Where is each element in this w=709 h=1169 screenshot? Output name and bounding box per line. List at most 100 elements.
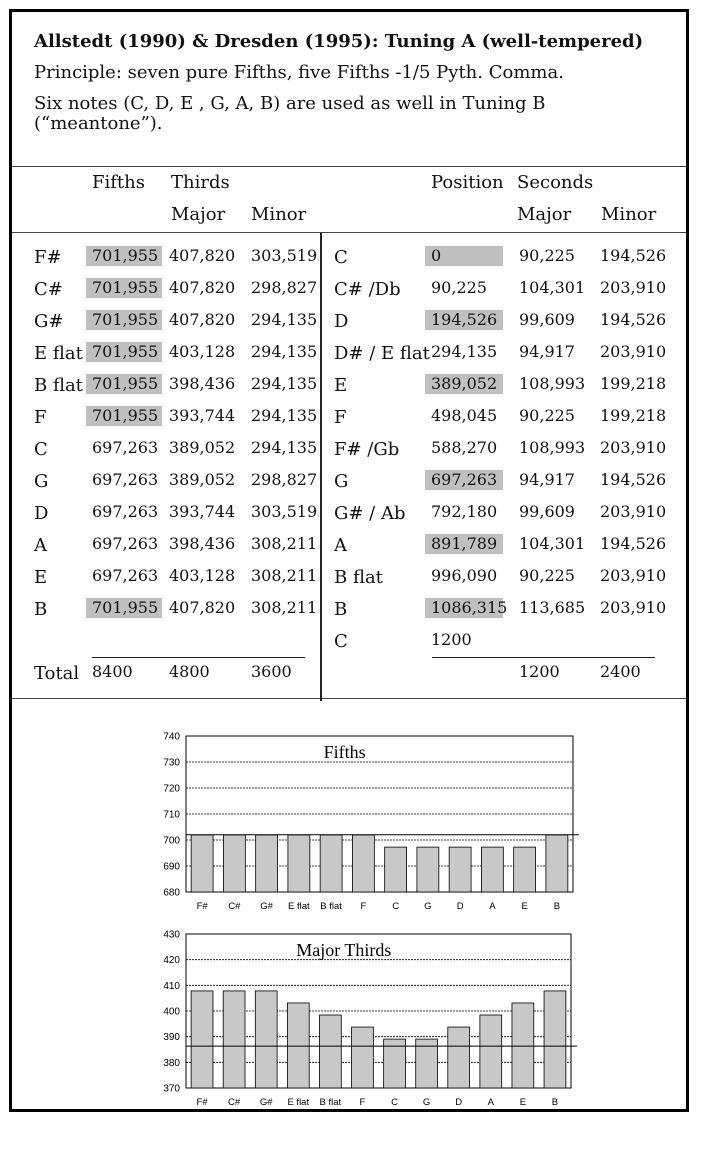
x-tick-label: C# (228, 901, 241, 912)
x-tick-label: B (554, 901, 560, 912)
fifth-value: 701,955 (86, 246, 162, 266)
major-third-value: 389,052 (169, 470, 236, 489)
row-note: E flat (34, 343, 83, 364)
chart-title: Major Thirds (296, 940, 391, 960)
position-value: 0 (425, 246, 503, 266)
second-minor-value: 203,910 (600, 598, 667, 617)
bar (254, 990, 278, 1089)
second-major-value: 108,993 (519, 438, 586, 457)
row-note: C (334, 631, 348, 652)
bar (416, 846, 440, 893)
x-tick-label: B flat (320, 901, 342, 912)
bar (447, 1026, 471, 1089)
row-note: C# (34, 279, 63, 300)
y-tick-label: 740 (163, 732, 180, 743)
second-minor-value: 194,526 (600, 246, 667, 265)
second-major-value: 90,225 (519, 406, 575, 425)
second-minor-value: 203,910 (600, 438, 667, 457)
y-tick-label: 410 (163, 981, 180, 992)
row-note: F# /Gb (334, 439, 400, 460)
col-header-seconds-minor: Minor (601, 204, 657, 225)
chart-title: Fifths (324, 742, 366, 762)
second-minor-value: 194,526 (600, 310, 667, 329)
column-divider (320, 233, 322, 701)
divider (12, 232, 686, 233)
major-third-value: 407,820 (169, 278, 236, 297)
second-major-value: 99,609 (519, 310, 575, 329)
x-tick-label: A (488, 1097, 495, 1108)
col-header-fifths: Fifths (92, 172, 145, 193)
fifth-value: 701,955 (86, 374, 162, 394)
second-major-value: 108,993 (519, 374, 586, 393)
bar (319, 834, 343, 893)
position-value: 1086,315 (425, 598, 507, 618)
bar (190, 834, 214, 893)
bar (513, 846, 536, 893)
row-note: D (34, 503, 49, 524)
y-tick-label: 400 (163, 1007, 180, 1018)
major-third-value: 393,744 (169, 406, 236, 425)
divider (12, 698, 686, 699)
y-tick-label: 380 (163, 1058, 180, 1069)
fifth-value: 697,263 (92, 534, 159, 553)
row-note: B (334, 599, 348, 620)
y-tick-label: 370 (163, 1084, 180, 1095)
bar (415, 1038, 438, 1089)
x-tick-label: D (455, 1097, 462, 1108)
header: Allstedt (1990) & Dresden (1995): Tuning… (34, 32, 674, 134)
second-major-value: 94,917 (519, 342, 575, 361)
minor-third-value: 294,135 (251, 406, 318, 425)
second-major-value: 104,301 (519, 534, 586, 553)
row-note: B flat (334, 567, 383, 588)
bar (190, 990, 214, 1089)
x-tick-label: E (520, 1097, 526, 1108)
minor-third-value: 308,211 (251, 534, 318, 553)
col-header-seconds-major: Major (517, 204, 572, 225)
minor-third-value: 308,211 (251, 566, 318, 585)
x-tick-label: C# (228, 1097, 241, 1108)
x-tick-label: C (392, 901, 399, 912)
x-tick-label: B flat (320, 1097, 342, 1108)
position-value: 697,263 (425, 470, 503, 490)
bar (383, 1038, 406, 1089)
minor-third-value: 303,519 (251, 246, 318, 265)
row-note: D (334, 311, 349, 332)
page-frame: Allstedt (1990) & Dresden (1995): Tuning… (9, 9, 689, 1112)
y-tick-label: 680 (163, 888, 180, 899)
row-note: D# / E flat (334, 343, 430, 364)
page-title: Allstedt (1990) & Dresden (1995): Tuning… (34, 31, 644, 52)
x-tick-label: F# (196, 1097, 208, 1108)
position-value: 498,045 (431, 406, 498, 425)
x-tick-label: F (360, 901, 366, 912)
y-tick-label: 730 (163, 758, 180, 769)
total-fifths: 8400 (92, 662, 133, 681)
bar (319, 1014, 342, 1089)
minor-third-value: 298,827 (251, 278, 318, 297)
bar (287, 834, 311, 893)
position-value: 792,180 (431, 502, 498, 521)
fifth-value: 697,263 (92, 438, 159, 457)
row-note: B (34, 599, 48, 620)
x-tick-label: G# (260, 1097, 273, 1108)
major-third-value: 407,820 (169, 246, 236, 265)
position-value: 996,090 (431, 566, 498, 585)
row-note: A (334, 535, 347, 556)
major-third-value: 403,128 (169, 342, 236, 361)
second-minor-value: 203,910 (600, 278, 667, 297)
total-minor: 3600 (251, 662, 292, 681)
x-tick-label: F (360, 1097, 366, 1108)
x-tick-label: E flat (288, 901, 310, 912)
major-third-value: 407,820 (169, 598, 236, 617)
total-seconds-minor: 2400 (600, 662, 641, 681)
fifth-value: 701,955 (86, 342, 162, 362)
second-minor-value: 203,910 (600, 566, 667, 585)
minor-third-value: 294,135 (251, 342, 318, 361)
bar (448, 846, 472, 893)
principle-text: Principle: seven pure Fifths, five Fifth… (34, 62, 564, 83)
second-minor-value: 199,218 (600, 374, 667, 393)
note-text: Six notes (C, D, E , G, A, B) are used a… (34, 93, 546, 134)
y-tick-label: 420 (163, 955, 180, 966)
position-value: 891,789 (425, 534, 503, 554)
fifth-value: 701,955 (86, 406, 162, 426)
